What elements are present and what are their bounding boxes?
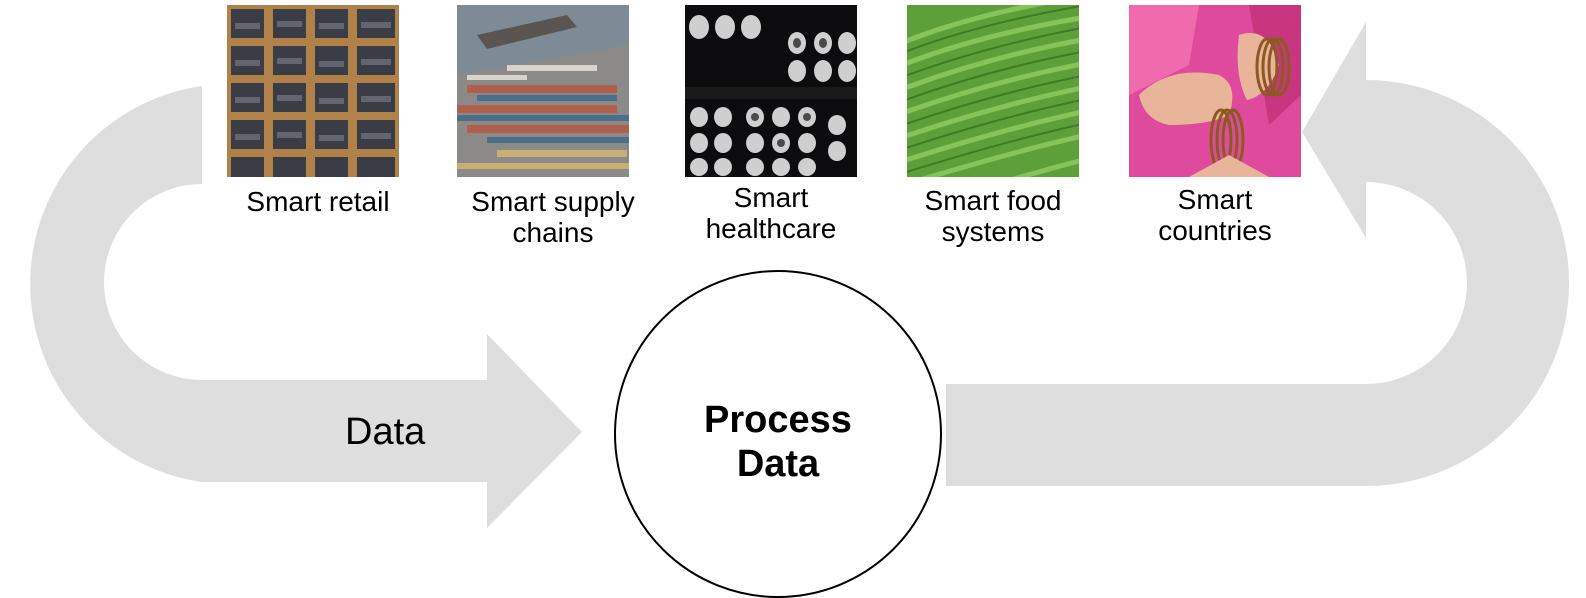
item-label-smart-retail: Smart retail [246, 186, 390, 217]
right-loop-arrow [946, 22, 1569, 486]
brain-scans-image [685, 5, 857, 177]
bangles-hand-image [1129, 5, 1301, 177]
item-label-smart-food-systems: Smart food systems [924, 185, 1062, 247]
shipping-port-image [457, 5, 629, 177]
rice-terraces-image [907, 5, 1079, 177]
item-label-smart-countries: Smart countries [1158, 184, 1272, 246]
flow-arrows [30, 22, 1569, 528]
process-data-label: Process Data [704, 399, 852, 485]
item-label-smart-supply-chains: Smart supply chains [471, 186, 635, 248]
item-label-smart-healthcare: Smart healthcare [705, 182, 837, 244]
shelving-image [227, 5, 399, 177]
left-loop-arrow [30, 86, 582, 528]
diagram-canvas: Smart retail Smart supply chains Smart h… [30, 5, 1569, 598]
flow-label-data: Data [345, 411, 426, 453]
